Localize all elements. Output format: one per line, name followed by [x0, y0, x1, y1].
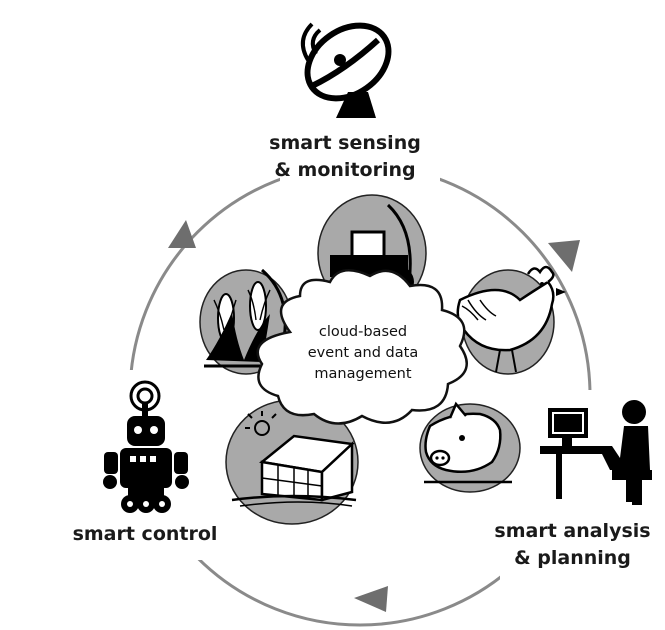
smart-control-line-1: smart control	[72, 523, 218, 545]
corn-icon	[199, 268, 293, 375]
smart-analysis-line-2: & planning	[514, 547, 631, 569]
smart-sensing-label: smart sensing & monitoring	[245, 130, 445, 184]
smart-sensing-line-1: smart sensing	[269, 132, 421, 154]
pig-icon	[419, 401, 521, 493]
rooster-icon	[456, 265, 566, 375]
smart-sensing-line-2: & monitoring	[274, 159, 416, 181]
smart-control-label: smart control	[55, 521, 235, 548]
person-at-computer-icon	[540, 400, 652, 505]
greenhouse-icon	[225, 399, 359, 525]
satellite-dish-icon	[300, 22, 392, 118]
cloud-line-1: cloud-based	[318, 324, 408, 340]
cycle-arrow-bottom	[354, 586, 388, 612]
cycle-arrow-right	[548, 240, 580, 272]
cloud-line-3: management	[314, 366, 412, 382]
smart-analysis-label: smart analysis & planning	[480, 518, 665, 572]
robot-icon	[103, 380, 189, 513]
cloud-label: cloud-based event and data management	[278, 322, 448, 385]
cycle-arrow-left	[168, 220, 196, 248]
cloud-line-2: event and data	[307, 345, 419, 361]
smart-analysis-line-1: smart analysis	[494, 520, 651, 542]
cloud-icon	[256, 269, 468, 425]
